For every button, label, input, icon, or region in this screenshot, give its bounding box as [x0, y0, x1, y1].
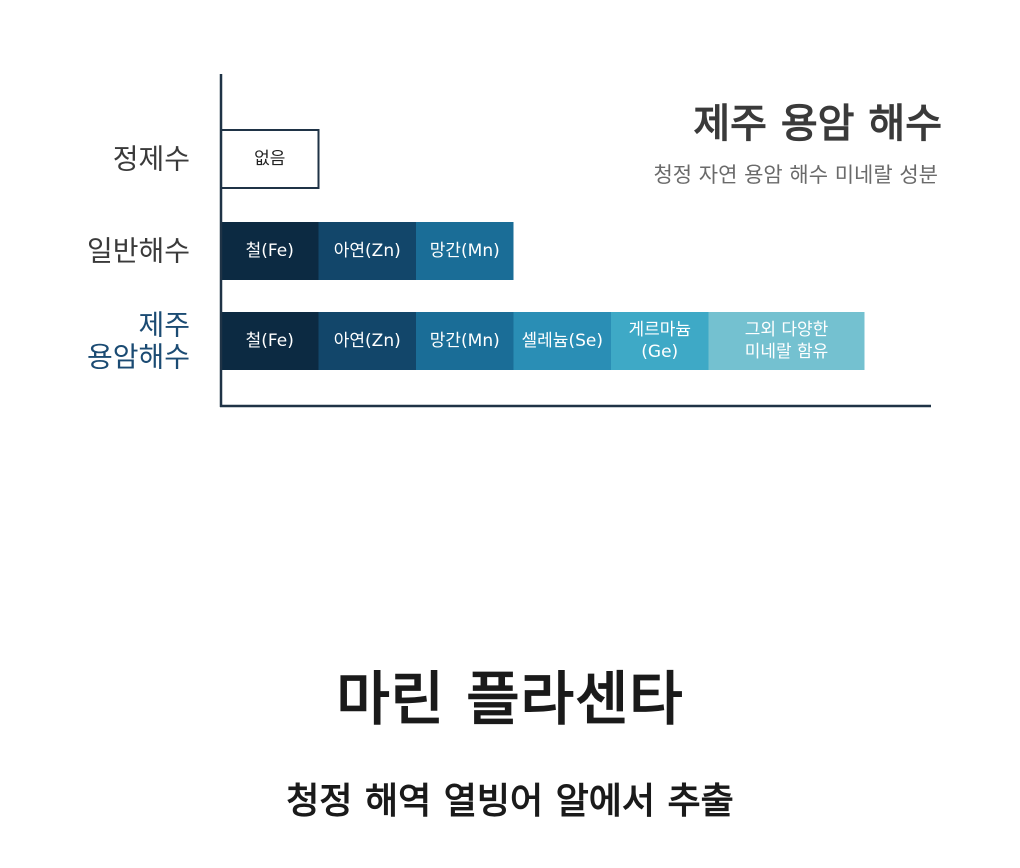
segment-label-line: 그외 다양한 — [745, 320, 829, 340]
segment-label-line: 아연(Zn) — [334, 241, 401, 261]
segment-label-line: 게르마늄 — [628, 320, 691, 340]
row-label-line: 일반해수 — [87, 235, 190, 268]
bar-segment — [221, 312, 319, 370]
segment-label: 망간(Mn) — [430, 241, 500, 261]
segment-label-line: 미네랄 함유 — [745, 342, 829, 362]
bar-segment — [318, 312, 416, 370]
row-label-line: 정제수 — [113, 143, 190, 176]
segment-label-line: 철(Fe) — [246, 241, 294, 261]
segment-label-line: 망간(Mn) — [430, 241, 500, 261]
chart-subtitle: 청정 자연 용암 해수 미네랄 성분 — [653, 163, 938, 187]
bar-segment — [611, 312, 709, 370]
bar-segment — [220, 129, 320, 189]
sub-heading: 청정 해역 열빙어 알에서 추출 — [286, 781, 734, 822]
segment-label: 아연(Zn) — [334, 331, 401, 351]
segment-label: 철(Fe) — [246, 241, 294, 261]
segment-label-line: (Ge) — [641, 342, 678, 362]
segment-label-line: 셀레늄(Se) — [522, 331, 603, 351]
segment-label: 셀레늄(Se) — [522, 331, 603, 351]
bar-row: 일반해수 철(Fe) 아연(Zn) 망간(Mn) — [87, 222, 514, 280]
bar-segment — [416, 312, 514, 370]
segment-label: 게르마늄(Ge) — [628, 320, 691, 362]
row-label: 정제수 — [113, 143, 190, 176]
segment-label: 아연(Zn) — [334, 241, 401, 261]
chart-title: 제주 용암 해수 — [693, 101, 942, 147]
bar-segment — [221, 222, 319, 280]
segment-label: 없음 — [254, 149, 285, 169]
segment-label: 철(Fe) — [246, 331, 294, 351]
segment-label: 망간(Mn) — [430, 331, 500, 351]
segment-label-line: 망간(Mn) — [430, 331, 500, 351]
bar-segment — [318, 222, 416, 280]
main-heading: 마린 플라센타 — [336, 665, 684, 733]
bar-segment — [416, 222, 514, 280]
segment-label-line: 아연(Zn) — [334, 331, 401, 351]
bar-segment — [513, 312, 611, 370]
bar-segment — [708, 312, 865, 370]
segment-label-line: 없음 — [254, 149, 285, 169]
bar-row: 정제수 없음 — [113, 129, 320, 189]
row-label-line: 제주 — [138, 309, 190, 342]
row-label: 일반해수 — [87, 235, 190, 268]
segment-label-line: 철(Fe) — [246, 331, 294, 351]
row-label-line: 용암해수 — [87, 341, 190, 374]
